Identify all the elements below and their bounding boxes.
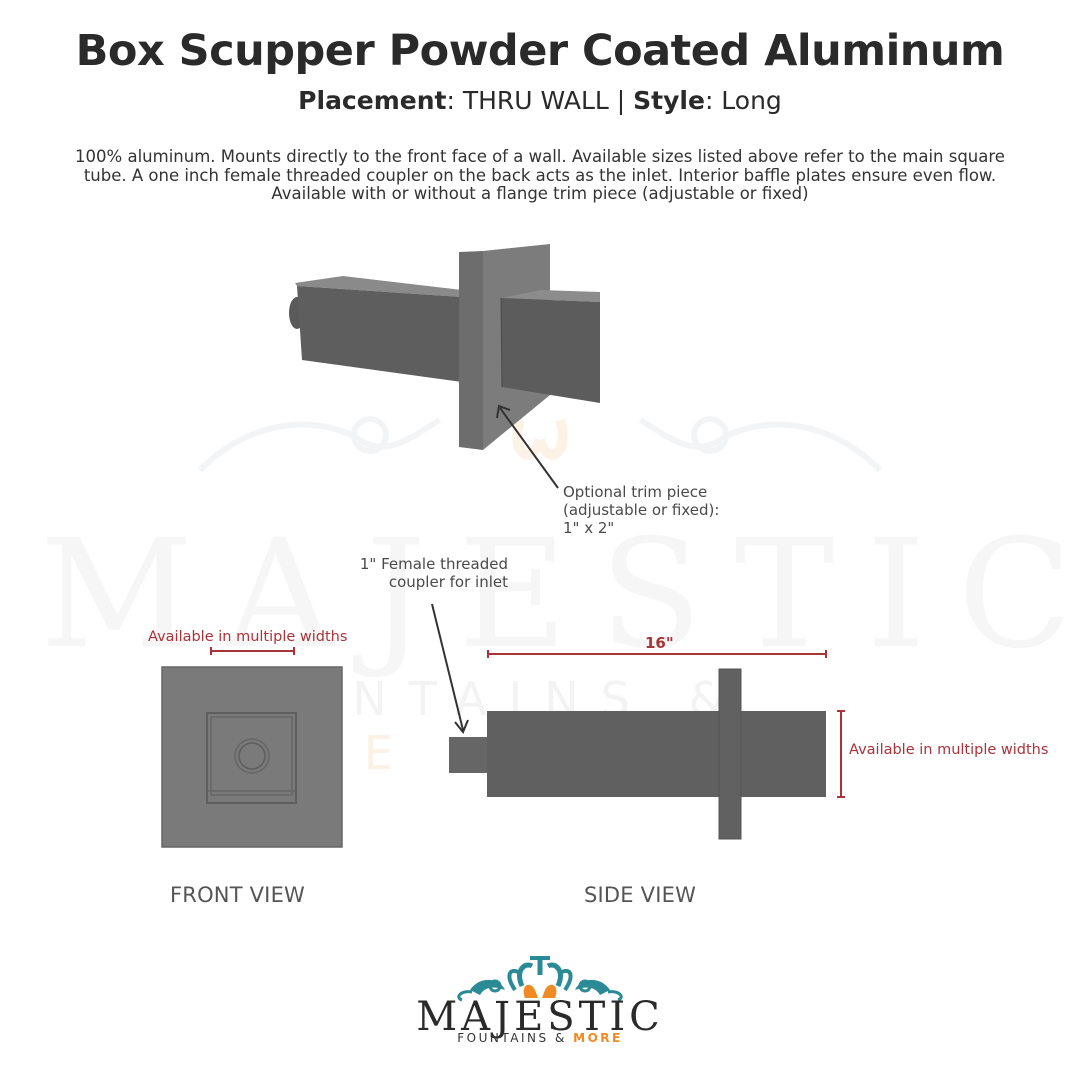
page-title: Box Scupper Powder Coated Aluminum — [75, 26, 1005, 76]
product-description: 100% aluminum. Mounts directly to the fr… — [75, 147, 1005, 203]
style-label: Style — [633, 86, 705, 115]
watermark-ornament-icon — [197, 416, 883, 473]
scupper-3d-view — [289, 244, 600, 489]
logo-brand: MAJESTIC — [416, 994, 664, 1040]
trim-piece-callout: Optional trim piece (adjustable or fixed… — [563, 483, 720, 537]
side-view-label: SIDE VIEW — [584, 883, 697, 907]
majestic-logo-icon — [457, 956, 623, 1002]
length-label: 16" — [645, 634, 674, 652]
product-subtitle: Placement: THRU WALL | Style: Long — [0, 86, 1080, 115]
side-width-label: Available in multiple widths — [849, 742, 1049, 758]
front-view-label: FRONT VIEW — [170, 883, 306, 907]
coupler-callout: 1" Female threaded coupler for inlet — [359, 555, 508, 591]
logo-tagline: FOUNTAINS & MORE — [457, 1031, 623, 1045]
front-width-label: Available in multiple widths — [148, 629, 348, 645]
front-view-drawing — [161, 647, 343, 848]
placement-value: : THRU WALL | — [446, 86, 634, 115]
placement-label: Placement — [298, 86, 447, 115]
side-view-drawing — [431, 603, 845, 840]
watermark-flame-icon — [512, 418, 568, 460]
style-value: : Long — [704, 86, 782, 115]
